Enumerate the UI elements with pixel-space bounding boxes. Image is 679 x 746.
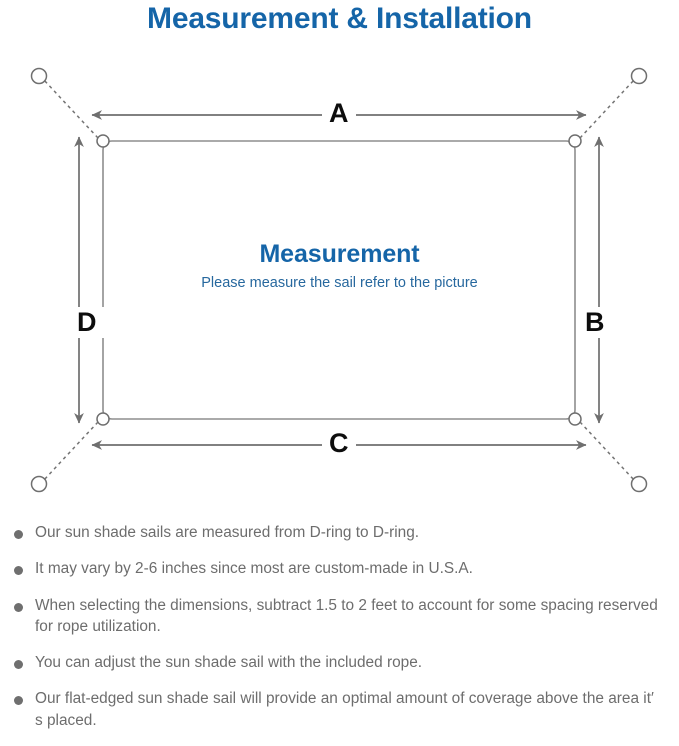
note-text: When selecting the dimensions, subtract … [35,596,658,635]
page-title: Measurement & Installation [147,2,532,35]
d-ring-top-left [96,134,110,148]
list-item: When selecting the dimensions, subtract … [0,595,679,638]
list-item: Our sun shade sails are measured from D-… [0,522,679,543]
d-ring-bottom-left [96,412,110,426]
list-item: It may vary by 2-6 inches since most are… [0,558,679,579]
rope-bottom-left [42,421,99,482]
bullet-icon [14,566,23,576]
rope-top-right [579,78,636,139]
bullet-icon [14,660,23,669]
bullet-icon [14,602,23,612]
dimension-label-c: C [322,428,356,459]
bullet-icon [14,530,23,539]
dimension-label-a: A [322,98,356,129]
sail-measurement-diagram: A B C D Measurement Please measure the s… [0,52,679,512]
dimension-label-b: B [578,307,612,338]
anchor-point-bottom-right [630,475,648,493]
d-ring-top-right [568,134,582,148]
list-item: Our flat-edged sun shade sail will provi… [0,688,679,731]
note-text: Our flat-edged sun shade sail will provi… [35,690,654,729]
notes-list: Our sun shade sails are measured from D-… [0,522,679,746]
rope-bottom-right [579,421,636,482]
diagram-svg [30,67,648,493]
sail-panel [102,140,576,420]
list-item: You can adjust the sun shade sail with t… [0,652,679,673]
note-text: Our sun shade sails are measured from D-… [35,524,420,541]
anchor-point-top-right [630,67,648,85]
anchor-point-bottom-left [30,475,48,493]
dimension-label-d: D [70,307,104,338]
note-text: You can adjust the sun shade sail with t… [35,654,423,671]
note-text: It may vary by 2-6 inches since most are… [35,560,473,578]
bullet-icon [14,696,23,706]
anchor-point-top-left [30,67,48,85]
d-ring-bottom-right [568,412,582,426]
rope-top-left [42,78,99,139]
